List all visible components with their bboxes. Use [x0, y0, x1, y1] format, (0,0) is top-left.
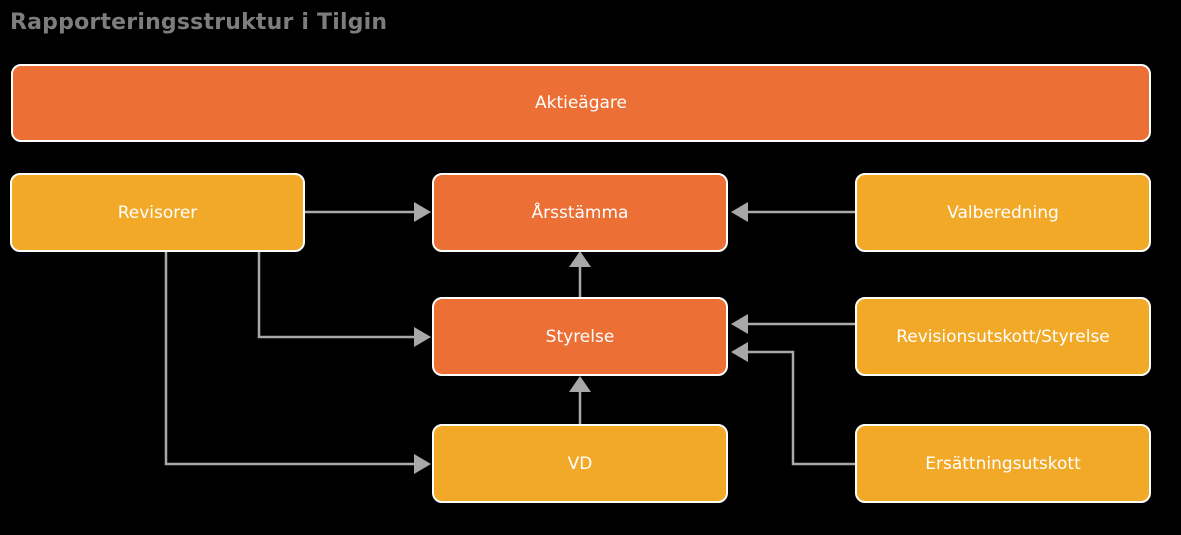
styrelse-label: Styrelse	[545, 326, 615, 347]
arrowhead-styrelse-right-upper	[731, 314, 748, 334]
vd-box: VD	[432, 424, 728, 503]
arrowhead-styrelse-bottom	[569, 376, 591, 392]
ersattningsutskott-label: Ersättningsutskott	[925, 453, 1081, 474]
connector-revisorer-vd	[164, 252, 414, 466]
arrowhead-arsstamma-left	[414, 202, 431, 222]
connector-revisorer-styrelse	[257, 252, 414, 339]
arrowhead-arsstamma-bottom	[569, 251, 591, 267]
revisionsutskott-label: Revisionsutskott/Styrelse	[896, 326, 1110, 347]
revisorer-label: Revisorer	[117, 202, 198, 223]
aktieagare-box: Aktieägare	[11, 64, 1151, 142]
arsstamma-label: Årsstämma	[531, 202, 629, 223]
styrelse-box: Styrelse	[432, 297, 728, 376]
arrowhead-vd-left	[414, 454, 431, 474]
valberedning-label: Valberedning	[947, 202, 1059, 223]
arrowhead-arsstamma-right	[731, 202, 748, 222]
arsstamma-box: Årsstämma	[432, 173, 728, 252]
vd-label: VD	[567, 453, 593, 474]
diagram-title: Rapporteringsstruktur i Tilgin	[10, 10, 388, 35]
revisorer-box: Revisorer	[10, 173, 305, 252]
arrowhead-styrelse-right-lower	[731, 342, 748, 362]
arrowhead-styrelse-left	[414, 327, 431, 347]
valberedning-box: Valberedning	[855, 173, 1151, 252]
ersattningsutskott-box: Ersättningsutskott	[855, 424, 1151, 503]
connector-ersattningsutskott-styrelse	[746, 350, 856, 466]
aktieagare-label: Aktieägare	[534, 93, 628, 113]
revisionsutskott-box: Revisionsutskott/Styrelse	[855, 297, 1151, 376]
